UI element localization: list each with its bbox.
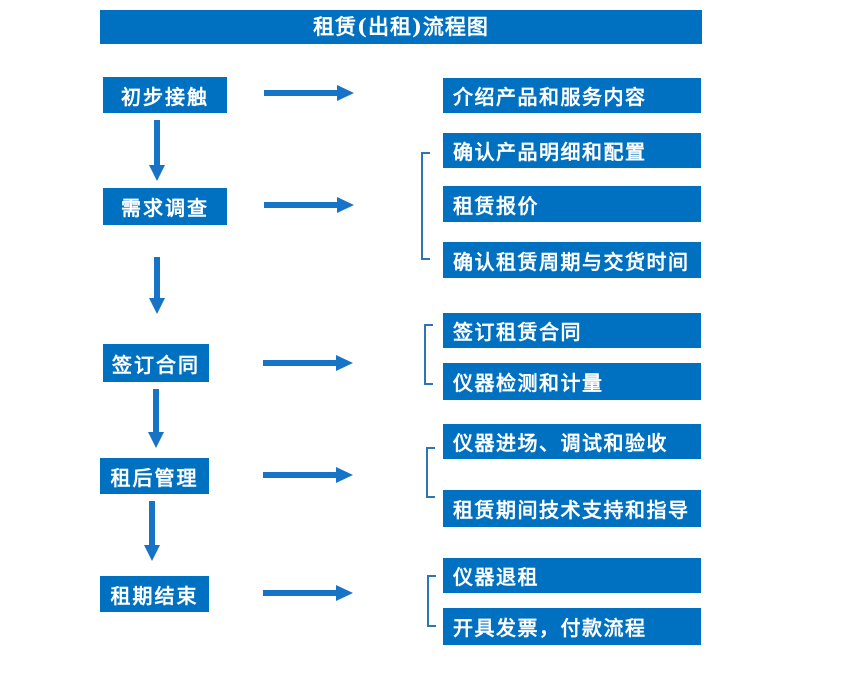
detail-box-instrument-testing: 仪器检测和计量 bbox=[443, 363, 701, 400]
detail-box-invoice-payment: 开具发票，付款流程 bbox=[443, 608, 701, 645]
right-arrow-3 bbox=[263, 355, 353, 371]
right-arrow-1 bbox=[264, 85, 354, 101]
group-bracket-post-rental bbox=[426, 447, 435, 498]
diagram-title: 租赁(出租)流程图 bbox=[100, 10, 702, 44]
down-arrow-3 bbox=[148, 389, 164, 448]
step-box-demand-survey: 需求调查 bbox=[103, 188, 227, 225]
detail-box-instrument-return: 仪器退租 bbox=[443, 558, 701, 593]
step-box-post-rental-mgmt: 租后管理 bbox=[100, 458, 209, 494]
group-bracket-demand-survey bbox=[421, 152, 430, 260]
detail-box-tech-support: 租赁期间技术支持和指导 bbox=[443, 490, 701, 527]
detail-box-confirm-details: 确认产品明细和配置 bbox=[443, 133, 701, 168]
right-arrow-2 bbox=[264, 197, 354, 213]
group-bracket-rental-end bbox=[427, 575, 436, 627]
step-box-rental-end: 租期结束 bbox=[100, 576, 209, 612]
detail-box-rental-quote: 租赁报价 bbox=[443, 186, 701, 222]
step-box-sign-contract: 签订合同 bbox=[103, 344, 209, 382]
detail-box-intro-products: 介绍产品和服务内容 bbox=[443, 78, 701, 113]
detail-box-instrument-arrival: 仪器进场、调试和验收 bbox=[443, 424, 701, 459]
detail-box-confirm-period: 确认租赁周期与交货时间 bbox=[443, 242, 701, 278]
down-arrow-4 bbox=[144, 501, 160, 561]
down-arrow-1 bbox=[149, 120, 165, 181]
step-box-initial-contact: 初步接触 bbox=[103, 77, 227, 113]
down-arrow-2 bbox=[149, 257, 165, 314]
right-arrow-4 bbox=[263, 467, 353, 483]
group-bracket-sign-contract bbox=[424, 324, 433, 385]
right-arrow-5 bbox=[263, 585, 353, 601]
detail-box-sign-rental-contract: 签订租赁合同 bbox=[443, 313, 701, 348]
